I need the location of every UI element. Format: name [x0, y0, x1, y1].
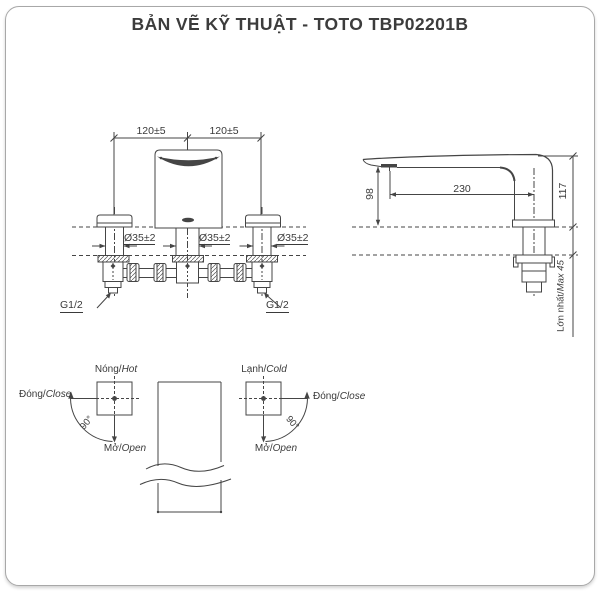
spout-height-label: 98 — [363, 188, 376, 200]
close-left-vi: Đóng/ — [19, 389, 46, 400]
total-height-label: 117 — [556, 182, 569, 200]
thread-right-label: G1/2 — [266, 299, 289, 313]
close-right-label: Đóng/Close — [313, 392, 365, 402]
spacing-dim-right-label: 120±5 — [209, 124, 239, 137]
thread-left-label: G1/2 — [60, 299, 83, 313]
open-left-en: Open — [121, 443, 147, 454]
cold-label: Lạnh/Cold — [241, 365, 287, 375]
cold-vi: Lạnh/ — [241, 364, 267, 375]
open-left-vi: Mở/ — [103, 443, 122, 454]
side-view-group — [352, 152, 578, 337]
close-right-en: Close — [339, 391, 366, 402]
counter-max-vi: Lớn nhất/ — [555, 291, 567, 332]
handle-diagrams-group — [68, 376, 310, 514]
drawing-card-border — [5, 6, 595, 586]
open-left-label: Mở/Open — [104, 444, 146, 454]
hot-vi: Nóng/ — [94, 364, 122, 375]
hole-dim-center-label: Ø35±2 — [199, 231, 231, 245]
cold-en: Cold — [266, 364, 287, 375]
hose-nuts — [126, 263, 247, 282]
spout-reach-label: 230 — [453, 182, 471, 195]
counter-max-en: Max 45 — [555, 260, 567, 292]
open-right-label: Mở/Open — [255, 444, 297, 454]
spout-column-break — [139, 381, 232, 514]
counter-max-label: Lớn nhất/Max 45 — [555, 260, 567, 332]
close-left-en: Close — [45, 389, 72, 400]
close-left-label: Đóng/Close — [19, 390, 71, 400]
close-right-vi: Đóng/ — [313, 391, 340, 402]
front-view-group — [72, 132, 306, 309]
spacing-dim-left-label: 120±5 — [136, 124, 166, 137]
page-title: BẢN VẼ KỸ THUẬT - TOTO TBP02201B — [131, 14, 469, 34]
hot-label: Nóng/Hot — [95, 365, 137, 375]
hole-dim-right-label: Ø35±2 — [277, 231, 309, 245]
open-right-vi: Mở/ — [254, 443, 273, 454]
open-right-en: Open — [272, 443, 298, 454]
hole-dim-left-label: Ø35±2 — [124, 231, 156, 245]
hot-en: Hot — [121, 364, 138, 375]
